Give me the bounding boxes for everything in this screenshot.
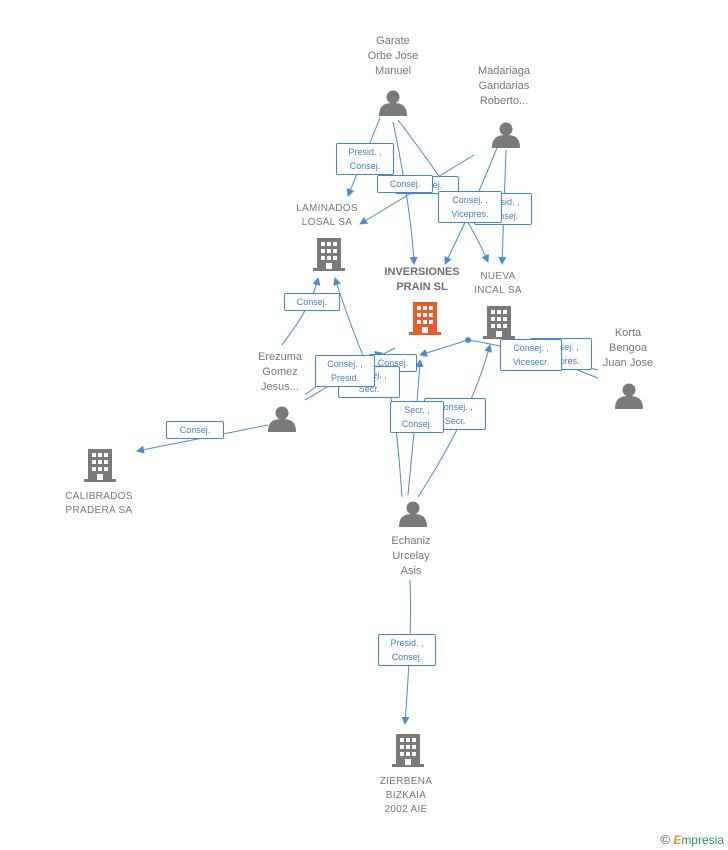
edge-label-garate-laminados[interactable]: Presid. ,Consej. <box>336 143 394 175</box>
empresia-watermark[interactable]: © Empresia <box>660 832 724 847</box>
edge-erezuma-laminados <box>281 277 321 346</box>
person-icon-madariaga[interactable] <box>492 122 520 149</box>
person-icon-erezuma[interactable] <box>268 406 296 433</box>
building-icon-nueva-incal[interactable] <box>483 306 515 339</box>
building-icon-zierbena[interactable] <box>392 734 424 767</box>
person-icon-garate[interactable] <box>379 90 407 117</box>
copyright-symbol: © <box>660 832 670 847</box>
person-icon-korta[interactable] <box>615 383 643 410</box>
edge-label-garate-inversiones[interactable]: Consej. <box>377 175 433 193</box>
edge-label-madariaga-inversiones[interactable]: Consej. ,Vicepres. <box>438 191 502 223</box>
edge-label-echaniz-inversiones[interactable]: Secr. ,Consej. <box>390 401 444 433</box>
building-icon-inversiones[interactable] <box>409 302 441 335</box>
person-icon-echaniz[interactable] <box>399 501 427 528</box>
edge-label-erezuma-inversiones-a[interactable]: Consej. ,Presid. <box>315 355 375 387</box>
edge-label-erezuma-calibrados[interactable]: Consej. <box>166 421 224 439</box>
brand-initial: E <box>673 833 682 847</box>
building-icon-calibrados[interactable] <box>84 449 116 482</box>
edge-label-erezuma-laminados[interactable]: Consej. <box>284 293 340 311</box>
edge-label-echaniz-zierbena[interactable]: Presid. ,Consej. <box>378 634 436 666</box>
edge-junction-dot <box>465 337 471 343</box>
building-icon-laminados[interactable] <box>313 238 345 271</box>
edge-garate-inversiones <box>392 121 418 265</box>
edge-label-korta-inversiones[interactable]: Consej. ,Vicesecr. <box>500 339 562 371</box>
company-nodes <box>84 238 515 767</box>
brand-name: mpresia <box>681 833 724 847</box>
